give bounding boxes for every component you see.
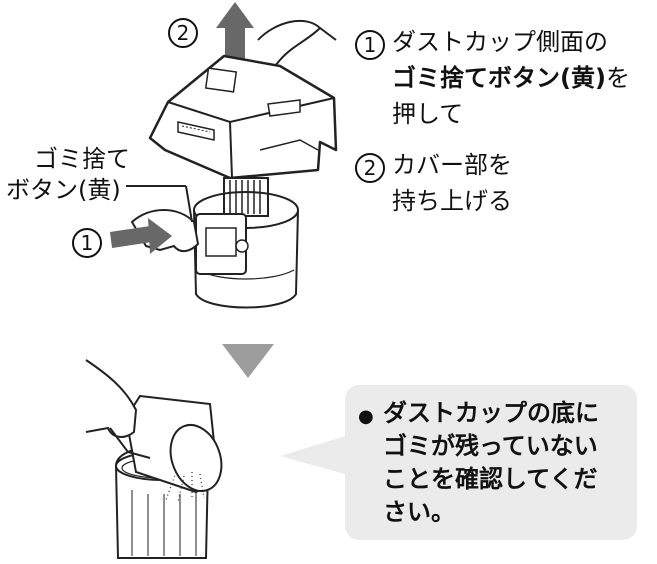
- filter: [223, 177, 269, 217]
- marker-step1: 1: [72, 228, 102, 258]
- dust-cover: [148, 54, 338, 180]
- step2-line2: 持ち上げる: [392, 187, 512, 215]
- callout-line2: ゴミが残っていない: [383, 432, 598, 460]
- callout-pointer: [280, 434, 352, 476]
- marker-step2: 2: [168, 18, 198, 48]
- button-label-line2: ボタン(黄): [6, 176, 121, 204]
- step1-line1: ダストカップ側面の: [392, 28, 608, 56]
- step2-line1: カバー部を: [392, 151, 512, 179]
- step1-line3: 押して: [392, 100, 464, 128]
- callout-line4: さい。: [383, 498, 455, 526]
- callout-line1: ダストカップの底に: [383, 399, 599, 427]
- step1-line2: ゴミ捨てボタン(黄)を: [392, 63, 630, 94]
- step1-highlight: ゴミ捨てボタン(黄): [392, 64, 606, 92]
- down-triangle-icon: [222, 344, 274, 378]
- pour-illustration: [85, 359, 223, 559]
- callout-line3: ことを確認してくだ: [383, 465, 598, 493]
- callout-box: [345, 385, 637, 540]
- push-arrow-icon: [110, 218, 172, 254]
- callout-bullet: ●: [358, 406, 374, 427]
- step1-line2-rest: を: [605, 64, 630, 92]
- step1-number: 1: [355, 30, 385, 60]
- button-label-line1: ゴミ捨て: [34, 145, 130, 173]
- dust-cup: [193, 191, 299, 309]
- step2-number: 2: [355, 153, 385, 183]
